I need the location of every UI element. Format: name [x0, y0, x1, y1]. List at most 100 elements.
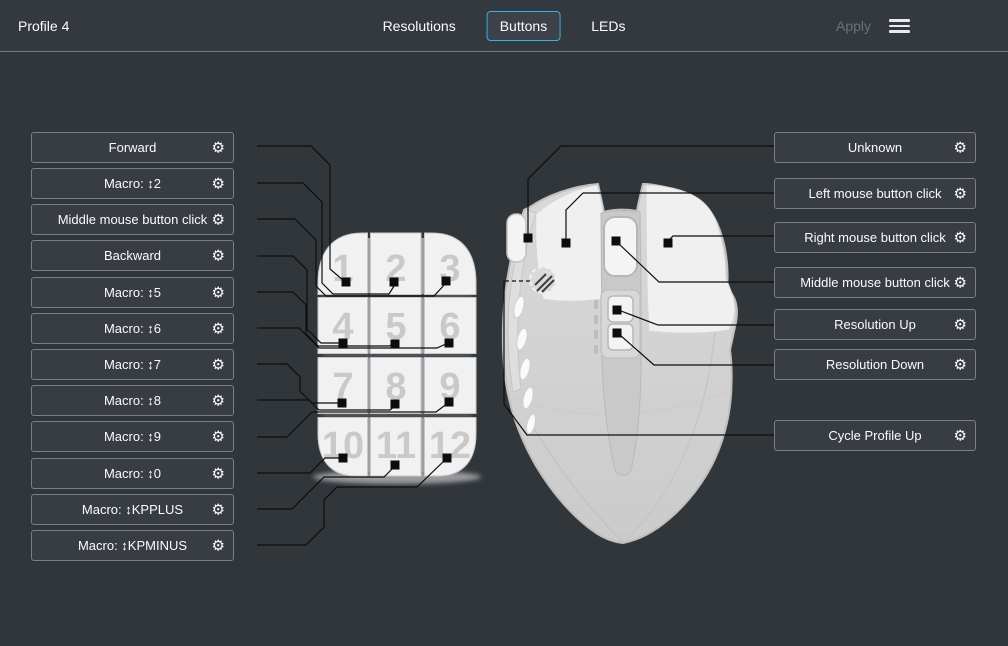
button-marker — [390, 460, 400, 470]
gear-icon[interactable]: ⚙ — [211, 284, 225, 301]
gear-icon[interactable]: ⚙ — [211, 356, 225, 373]
tab-leds[interactable]: LEDs — [591, 17, 626, 34]
left-mapping-button-4[interactable]: Macro: ↕5 ⚙ — [31, 277, 234, 308]
thumb-button-cell-3 — [424, 232, 477, 295]
grid-number-7: 7 — [332, 366, 353, 408]
left-mapping-button-5[interactable]: Macro: ↕6 ⚙ — [31, 313, 234, 344]
mapping-label: Macro: ↕8 — [103, 393, 162, 408]
button-marker — [523, 233, 533, 243]
grid-number-6: 6 — [439, 306, 460, 348]
leader-line — [257, 457, 341, 474]
leader-line — [257, 465, 396, 510]
left-mapping-button-8[interactable]: Macro: ↕9 ⚙ — [31, 421, 234, 452]
grid-number-11: 11 — [376, 425, 416, 467]
left-mapping-button-10[interactable]: Macro: ↕KPPLUS ⚙ — [31, 494, 234, 525]
gear-icon[interactable]: ⚙ — [953, 185, 967, 202]
gear-icon[interactable]: ⚙ — [211, 247, 225, 264]
button-marker — [444, 397, 454, 407]
leader-line — [257, 255, 340, 344]
left-mapping-button-0[interactable]: Forward ⚙ — [31, 132, 234, 163]
gear-icon[interactable]: ⚙ — [211, 320, 225, 337]
hamburger-menu-icon[interactable] — [889, 19, 910, 33]
tab-buttons[interactable]: Buttons — [486, 10, 561, 41]
button-marker — [612, 328, 622, 338]
button-marker — [441, 276, 451, 286]
gear-icon[interactable]: ⚙ — [953, 427, 967, 444]
hamburger-bar — [889, 30, 910, 33]
header-bar: Profile 4 Resolutions Buttons LEDs Apply — [0, 0, 1008, 52]
gear-icon[interactable]: ⚙ — [953, 139, 967, 156]
leader-line — [257, 327, 449, 349]
left-mapping-button-1[interactable]: Macro: ↕2 ⚙ — [31, 168, 234, 199]
gear-icon[interactable]: ⚙ — [953, 316, 967, 333]
hamburger-bar — [889, 24, 910, 28]
gear-icon[interactable]: ⚙ — [211, 175, 225, 192]
edge-strip — [507, 209, 537, 393]
gear-icon[interactable]: ⚙ — [211, 501, 225, 518]
grip-texture — [594, 300, 598, 354]
gear-icon[interactable]: ⚙ — [211, 211, 225, 228]
thumb-button-cell-10 — [317, 417, 368, 477]
right-mapping-button-4[interactable]: Resolution Up ⚙ — [774, 309, 976, 340]
mapping-label: Macro: ↕6 — [103, 321, 162, 336]
gear-icon[interactable]: ⚙ — [953, 274, 967, 291]
thumb-button-cell-9 — [424, 357, 477, 414]
mapping-label: Macro: ↕KPMINUS — [77, 538, 188, 553]
right-mapping-button-0[interactable]: Unknown⚙ — [774, 132, 976, 163]
edge-button — [506, 213, 527, 263]
gear-icon[interactable]: ⚙ — [953, 356, 967, 373]
mapping-label: Macro: ↕9 — [103, 429, 162, 444]
right-mapping-button-5[interactable]: Resolution Down⚙ — [774, 349, 976, 380]
gear-icon[interactable]: ⚙ — [211, 139, 225, 156]
left-mapping-button-2[interactable]: Middle mouse button click⚙ — [31, 204, 234, 235]
gear-icon[interactable]: ⚙ — [953, 229, 967, 246]
profile-label: Profile 4 — [18, 17, 70, 34]
leader-line — [257, 458, 447, 546]
grid-number-8: 8 — [385, 366, 406, 408]
mapping-label: Forward — [108, 140, 157, 155]
left-mapping-button-11[interactable]: Macro: ↕KPMINUS ⚙ — [31, 530, 234, 561]
left-mapping-button-9[interactable]: Macro: ↕0 ⚙ — [31, 458, 234, 489]
mapping-label: Middle mouse button click — [57, 212, 208, 227]
mapping-label: Resolution Up — [834, 317, 916, 332]
leader-line — [620, 310, 774, 326]
gear-icon[interactable]: ⚙ — [211, 537, 225, 554]
leader-line — [257, 363, 339, 404]
gear-icon[interactable]: ⚙ — [211, 392, 225, 409]
unassigned-button-icon — [529, 266, 557, 294]
button-marker — [561, 238, 571, 248]
gear-icon[interactable]: ⚙ — [211, 465, 225, 482]
leader-line — [257, 218, 447, 297]
left-mapping-button-6[interactable]: Macro: ↕7 ⚙ — [31, 349, 234, 380]
apply-button[interactable]: Apply — [836, 17, 872, 34]
right-click-plate — [645, 184, 736, 334]
hamburger-bar — [889, 19, 910, 22]
right-mapping-button-3[interactable]: Middle mouse button click⚙ — [774, 267, 976, 298]
mapping-label: Macro: ↕KPPLUS — [81, 502, 184, 517]
leader-line — [257, 402, 449, 438]
button-marker — [612, 305, 622, 315]
gear-icon[interactable]: ⚙ — [211, 428, 225, 445]
left-mapping-button-3[interactable]: Backward ⚙ — [31, 240, 234, 271]
right-mapping-button-2[interactable]: Right mouse button click ⚙ — [774, 222, 976, 253]
leader-line — [503, 281, 774, 436]
button-marker — [442, 453, 452, 463]
right-mapping-button-6[interactable]: Cycle Profile Up⚙ — [774, 420, 976, 451]
mapping-label: Macro: ↕7 — [103, 357, 162, 372]
mapping-label: Macro: ↕0 — [103, 466, 162, 481]
button-marker — [338, 338, 348, 348]
grid-number-4: 4 — [332, 306, 353, 348]
thumb-key-slivers — [513, 295, 537, 435]
right-mapping-button-1[interactable]: Left mouse button click⚙ — [774, 178, 976, 209]
mapping-label: Backward — [103, 248, 162, 263]
leader-line — [257, 182, 395, 295]
mapping-label: Macro: ↕5 — [103, 285, 162, 300]
mapping-label: Right mouse button click — [804, 230, 946, 245]
button-marker — [390, 399, 400, 409]
left-mapping-button-7[interactable]: Macro: ↕8 ⚙ — [31, 385, 234, 416]
tab-resolutions[interactable]: Resolutions — [382, 17, 456, 34]
mapping-label: Macro: ↕2 — [103, 176, 162, 191]
button-marker — [390, 339, 400, 349]
button-marker — [341, 277, 351, 287]
